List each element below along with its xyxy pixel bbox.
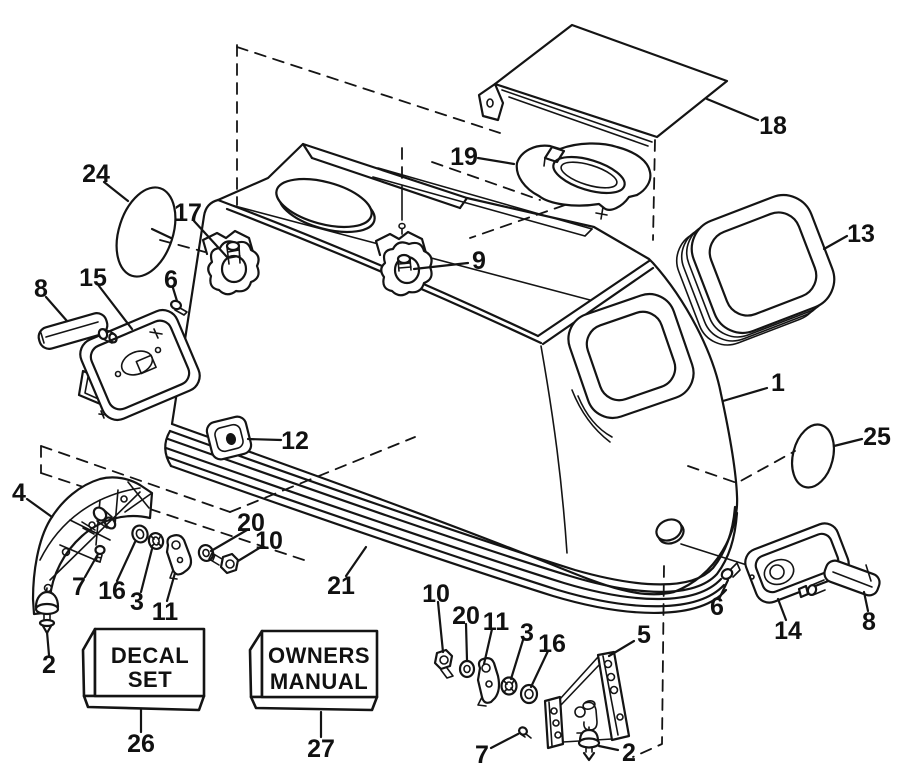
leader-lines	[25, 97, 870, 752]
callout-15: 15	[79, 264, 107, 292]
fastener-group-left	[94, 524, 240, 580]
callout-8-left: 8	[34, 275, 48, 303]
callout-2-bottom: 2	[622, 739, 636, 766]
callout-9: 9	[472, 247, 486, 275]
callout-1: 1	[771, 369, 785, 397]
callout-12: 12	[281, 427, 309, 455]
callout-7-left: 7	[72, 573, 86, 601]
callout-10-left: 10	[255, 527, 283, 555]
callout-26: 26	[127, 730, 155, 758]
bracket-part4	[31, 476, 154, 616]
mount-stud-part2-bottom	[577, 726, 601, 762]
callout-18: 18	[759, 112, 787, 140]
latch-handle-part8-left	[37, 312, 118, 350]
top-cover-part18	[477, 23, 729, 147]
callout-21: 21	[327, 572, 355, 600]
mount-stud-part2-left	[34, 587, 60, 635]
decal-set-label-line1: DECAL	[111, 643, 189, 668]
callout-20-bottom: 20	[452, 602, 480, 630]
retainer-plate-part19	[515, 142, 652, 220]
callout-11-left: 11	[152, 598, 179, 626]
callout-5: 5	[637, 621, 651, 649]
callout-7-bottom: 7	[475, 741, 489, 766]
callout-4: 4	[12, 479, 26, 507]
bottom-seal-part21	[164, 429, 739, 614]
seal-oring-part25	[791, 423, 835, 489]
owners-manual-label-line2: MANUAL	[270, 669, 368, 694]
callout-24: 24	[82, 160, 110, 188]
latch-knob-part9	[374, 230, 433, 297]
seal-oring-part24	[115, 186, 177, 278]
callout-17: 17	[174, 199, 202, 227]
owners-manual-label-line1: OWNERS	[268, 643, 370, 668]
callout-10-bottom: 10	[422, 580, 450, 608]
callout-8-right: 8	[862, 608, 876, 636]
latch-knob-part17	[201, 229, 260, 296]
callout-11-bottom: 11	[483, 608, 510, 636]
screw-part6-right	[720, 562, 741, 580]
callout-19: 19	[450, 143, 478, 171]
callout-3-bottom: 3	[520, 619, 534, 647]
decal-set-label-line2: SET	[128, 667, 172, 692]
callout-16-left: 16	[98, 577, 126, 605]
fastener-group-bottom	[433, 648, 539, 739]
callout-2-left: 2	[42, 651, 56, 679]
callout-6-right: 6	[710, 593, 724, 621]
callout-14: 14	[774, 617, 802, 645]
callout-13: 13	[847, 220, 875, 248]
callout-25: 25	[863, 423, 891, 451]
bracket-part5	[543, 650, 631, 750]
callout-labels: 1 2 2 3 3 4 5 6 6 7 7 8 8 9 10 10 11 11 …	[12, 112, 891, 766]
seal-ring-part13	[675, 194, 836, 346]
latch-plate-part14	[680, 522, 850, 604]
callout-16-bottom: 16	[538, 630, 566, 658]
decal-set-box: DECAL SET	[81, 627, 206, 712]
callout-3-left: 3	[130, 588, 144, 616]
owners-manual-box: OWNERS MANUAL	[248, 629, 379, 712]
grommet-part12	[205, 415, 253, 461]
callout-27: 27	[307, 735, 335, 763]
engine-cover-part1	[170, 142, 739, 596]
latch-handle-part8-right	[797, 559, 881, 599]
callout-6-left: 6	[164, 266, 178, 294]
callout-20-left: 20	[237, 509, 265, 537]
